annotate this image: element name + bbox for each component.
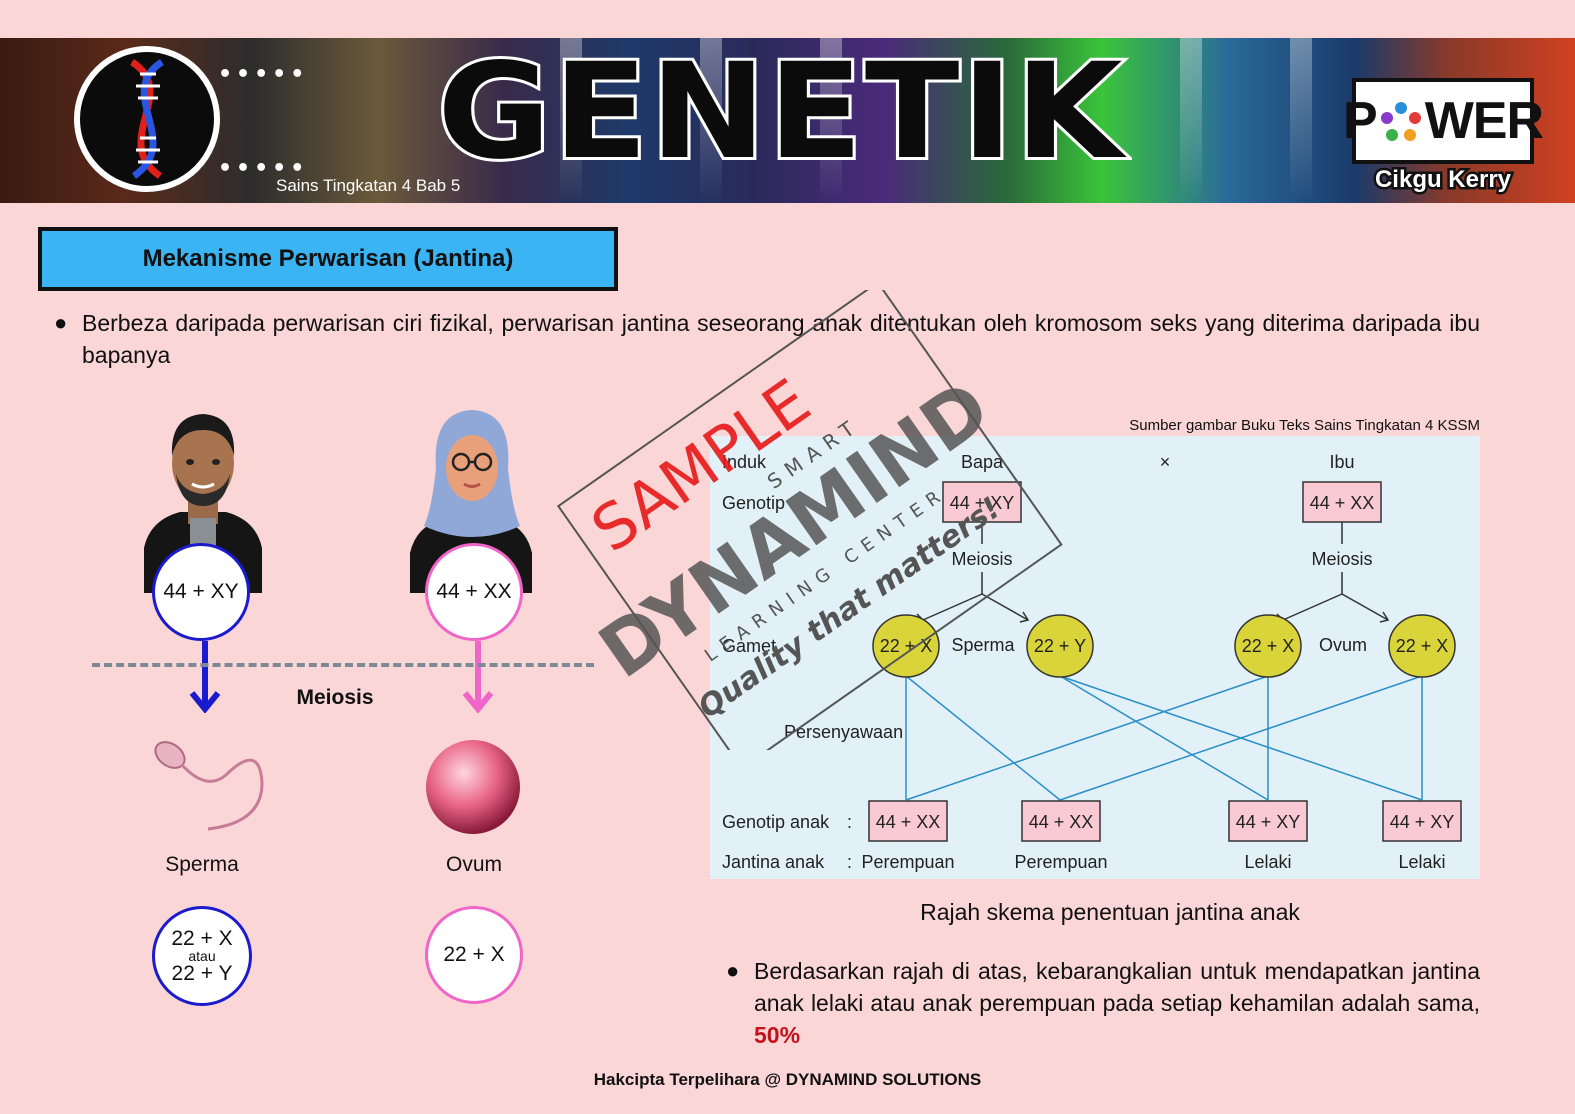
meiosis-divider (92, 663, 594, 667)
mother-chromosome-circle: 44 + XX (425, 543, 523, 641)
gamete-text: 22 + X (880, 636, 933, 656)
conclusion-text: Berdasarkan rajah di atas, kebarangkalia… (754, 958, 1480, 1016)
row-child-gender-label: Jantina anak (722, 852, 825, 872)
gamete-text: 22 + X (1396, 636, 1449, 656)
meiosis-label: Meiosis (296, 686, 374, 709)
father-label: Bapa (961, 452, 1004, 472)
row-child-gender-colon: : (847, 852, 852, 872)
banner-stripe (820, 38, 842, 203)
diagram-caption: Rajah skema penentuan jantina anak (920, 899, 1300, 925)
mother-meiosis-label: Meiosis (1311, 549, 1372, 569)
row-parent-label: Induk (722, 452, 767, 472)
sperm-gamete-x: 22 + X (171, 927, 233, 950)
dna-icon (74, 46, 220, 192)
diagram-source: Sumber gambar Buku Teks Sains Tingkatan … (1129, 417, 1480, 434)
bullet-icon: ● (54, 310, 68, 335)
gamete-ellipse (1388, 614, 1456, 678)
row-child-genotype-label: Genotip anak (722, 812, 830, 832)
ovum-gamete-circle: 22 + X (425, 906, 523, 1004)
power-logo-wer: WER (1424, 92, 1544, 150)
gamete-ellipse (1234, 614, 1302, 678)
banner-stripe (1180, 38, 1202, 203)
sperm-gamete-or: atau (188, 948, 216, 964)
child-gender: Perempuan (1014, 852, 1107, 872)
brand-author: Cikgu Kerry (1372, 164, 1513, 196)
father-genotype: 44 + XY (950, 493, 1015, 513)
child-genotype: 44 + XY (1390, 812, 1455, 832)
father-chromosome-circle: 44 + XY (152, 543, 250, 641)
sperm-label: Sperma (165, 853, 239, 876)
child-genotype: 44 + XY (1236, 812, 1301, 832)
ovum-label: Ovum (445, 853, 502, 876)
power-logo: P WER (1343, 78, 1544, 164)
child-gender: Perempuan (861, 852, 954, 872)
copyright-footer: Hakcipta Terpelihara @ DYNAMIND SOLUTION… (593, 1070, 982, 1089)
gamete-text: 22 + X (1242, 636, 1295, 656)
arrow-down-icon (188, 641, 222, 714)
row-genotype-label: Genotip (722, 493, 785, 513)
banner-stripe (1290, 38, 1312, 203)
mother-label: Ibu (1329, 452, 1354, 472)
row-fertilisation-label: Persenyawaan (784, 722, 903, 742)
intro-text: Berbeza daripada perwarisan ciri fizikal… (82, 310, 1480, 368)
child-genotype: 44 + XX (876, 812, 941, 832)
banner-stripe (560, 38, 582, 203)
mother-genotype: 44 + XX (1310, 493, 1375, 513)
power-logo-p: P (1343, 92, 1378, 150)
intro-paragraph: ● Berbeza daripada perwarisan ciri fizik… (54, 307, 1480, 371)
decor-dots: ••••• (218, 156, 309, 181)
ovum-label: Ovum (1319, 635, 1367, 655)
sperm-gamete-y: 22 + Y (171, 962, 233, 985)
father-meiosis-label: Meiosis (951, 549, 1012, 569)
sex-determination-diagram: Induk Genotip Gamet Persenyawaan Genotip… (710, 436, 1480, 879)
page-title: GENETIK (434, 35, 1126, 189)
sperm-label: Sperma (951, 635, 1015, 655)
sperm-gamete-circle: 22 + X atau 22 + Y (152, 906, 252, 1006)
gamete-text: 22 + Y (1034, 636, 1086, 656)
section-title: Mekanisme Perwarisan (Jantina) (38, 227, 618, 291)
header-banner (0, 38, 1575, 203)
ovum-icon (424, 738, 522, 836)
child-box (1382, 800, 1462, 842)
child-genotype: 44 + XX (1029, 812, 1094, 832)
conclusion-paragraph: ● Berdasarkan rajah di atas, kebarangkal… (726, 955, 1480, 1051)
row-gamete-label: Gamet (722, 636, 776, 656)
child-box (1021, 800, 1101, 842)
page-subtitle: Sains Tingkatan 4 Bab 5 (276, 176, 461, 195)
people-circle-icon (1378, 98, 1424, 144)
child-gender: Lelaki (1244, 852, 1291, 872)
bullet-icon: ● (726, 958, 740, 983)
row-child-genotype-colon: : (847, 812, 852, 832)
child-gender: Lelaki (1398, 852, 1445, 872)
mother-genotype-box (1302, 481, 1382, 523)
decor-dots: ••••• (218, 62, 309, 87)
arrow-down-icon (461, 641, 495, 714)
cross-symbol: × (1160, 452, 1171, 472)
banner-stripe (700, 38, 722, 203)
child-box (1228, 800, 1308, 842)
probability-highlight: 50% (754, 1022, 801, 1048)
child-box (868, 800, 948, 842)
sperm-icon (148, 733, 270, 833)
